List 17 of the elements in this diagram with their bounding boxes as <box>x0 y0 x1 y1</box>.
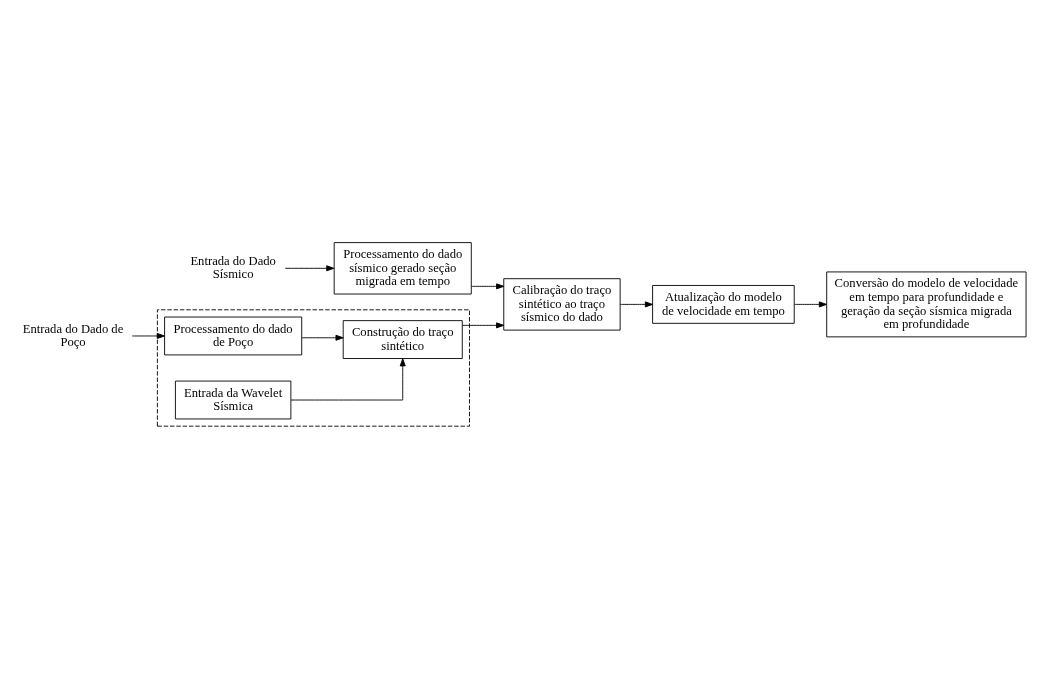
node-text: Entrada do Dado de Poço <box>22 321 124 349</box>
node-box: Processamento do dado sísmico gerado seção migrada em tempo <box>333 241 472 294</box>
arrow <box>284 264 335 271</box>
node-text: Entrada do Dado Sísmico <box>190 253 276 281</box>
node-box: Processamento do dado de Poço <box>164 316 303 355</box>
arrow <box>462 321 505 328</box>
node-box: Atualização do modelo de velocidade em tempo <box>652 284 795 324</box>
arrow <box>131 332 165 339</box>
node-box: Construção do traço sintético <box>342 319 463 359</box>
arrow <box>470 282 505 289</box>
node-box: Entrada da Wavelet Sísmica <box>174 380 292 419</box>
arrow <box>619 300 653 307</box>
arrow <box>301 334 344 341</box>
arrow <box>290 357 406 400</box>
arrow <box>793 300 827 307</box>
node-box: Calibração do traço sintético ao traço sísmico do dado <box>503 277 621 331</box>
node-box: Conversão do modelo de velocidade em tempo para profundidade e geração da seção sísmica migrada em profundidade <box>826 270 1027 337</box>
